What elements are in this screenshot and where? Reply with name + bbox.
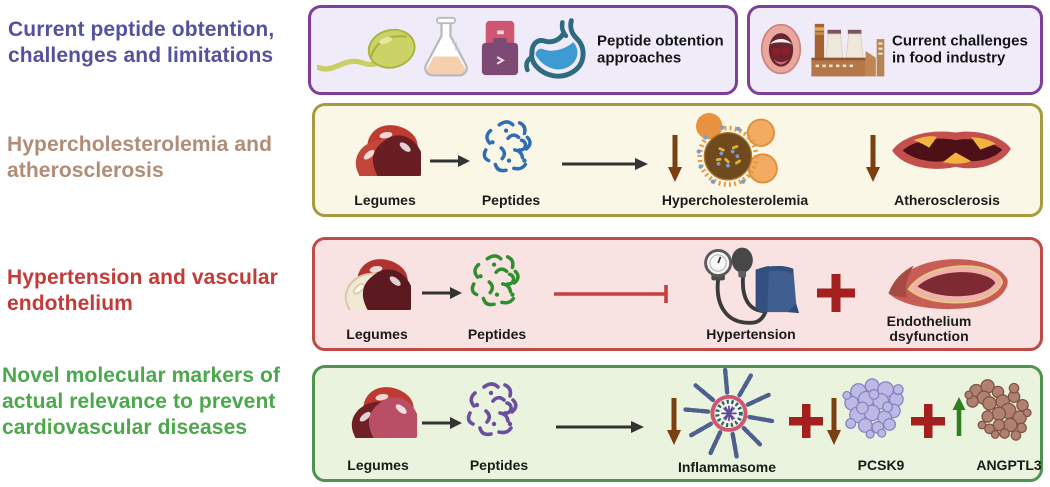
row4-title: Novel molecular markers of actual releva… bbox=[2, 364, 281, 440]
lipoprotein-icon bbox=[689, 112, 781, 192]
bioreactor-icon bbox=[479, 19, 521, 78]
hypercholesterolemia-panel: Legumes Peptides bbox=[312, 103, 1043, 217]
panel-caption: Peptide obtention approaches bbox=[597, 32, 724, 67]
inhibition-arrow-icon bbox=[553, 283, 675, 305]
pcsk9-label: PCSK9 bbox=[857, 456, 905, 473]
down-arrow-icon bbox=[665, 396, 683, 446]
atherosclerosis-label: Atherosclerosis bbox=[894, 191, 1000, 208]
legumes-label: Legumes bbox=[347, 456, 409, 473]
arrow-right-icon bbox=[429, 154, 471, 168]
hypertension-panel: Legumes Peptides Hypertension bbox=[312, 237, 1043, 351]
peptides-icon bbox=[479, 118, 537, 178]
legumes-label: Legumes bbox=[354, 191, 416, 208]
mouth-icon bbox=[760, 23, 802, 75]
inflammasome-label: Inflammasome bbox=[677, 458, 777, 475]
arrow-right-icon bbox=[561, 157, 649, 171]
down-arrow-icon bbox=[864, 133, 882, 183]
legume-beans-icon bbox=[343, 116, 432, 196]
legumes-label: Legumes bbox=[346, 325, 408, 342]
plus-icon bbox=[911, 404, 945, 438]
panel-caption: Current challenges in food industry bbox=[892, 32, 1028, 67]
stomach-icon bbox=[521, 17, 593, 87]
blood-pressure-monitor-icon bbox=[695, 246, 801, 334]
endothelium-dysfunction-label: Endothelium dsyfunction bbox=[886, 312, 972, 345]
peptides-label: Peptides bbox=[481, 191, 541, 208]
down-arrow-icon bbox=[666, 133, 684, 183]
food-industry-panel: Current challenges in food industry bbox=[747, 5, 1043, 95]
inflammasome-icon bbox=[681, 367, 777, 464]
angptl3-label: ANGPTL3 bbox=[976, 456, 1042, 473]
protein-structure-icon bbox=[839, 376, 909, 440]
row2-title: Hypercholesterolemia and atherosclerosis bbox=[7, 133, 272, 183]
peptides-icon bbox=[463, 380, 523, 442]
arrow-right-icon bbox=[421, 416, 463, 430]
plus-icon bbox=[817, 274, 855, 312]
sprouting-seed-icon bbox=[315, 24, 429, 78]
protein-structure-icon bbox=[961, 376, 1035, 442]
row1-title: Current peptide obtention, challenges an… bbox=[8, 18, 275, 68]
erlenmeyer-flask-icon bbox=[419, 16, 473, 79]
down-arrow-icon bbox=[825, 396, 843, 446]
arrow-right-icon bbox=[421, 286, 463, 300]
arrow-right-icon bbox=[555, 420, 645, 434]
factory-icon bbox=[808, 22, 886, 80]
clogged-artery-icon bbox=[889, 123, 1013, 180]
peptides-label: Peptides bbox=[467, 325, 527, 342]
blood-vessel-icon bbox=[874, 248, 1022, 318]
plus-icon bbox=[789, 404, 823, 438]
peptide-obtention-panel: Peptide obtention approaches bbox=[308, 5, 738, 95]
molecular-markers-panel: Legumes Peptides bbox=[312, 365, 1043, 482]
hypertension-label: Hypertension bbox=[706, 325, 796, 342]
legume-beans-icon bbox=[339, 378, 428, 458]
peptides-label: Peptides bbox=[469, 456, 529, 473]
peptides-icon bbox=[467, 252, 525, 312]
legume-beans-icon bbox=[333, 250, 422, 331]
hypercholesterolemia-label: Hypercholesterolemia bbox=[661, 191, 809, 208]
row3-title: Hypertension and vascular endothelium bbox=[7, 266, 278, 316]
up-arrow-icon bbox=[951, 396, 967, 438]
